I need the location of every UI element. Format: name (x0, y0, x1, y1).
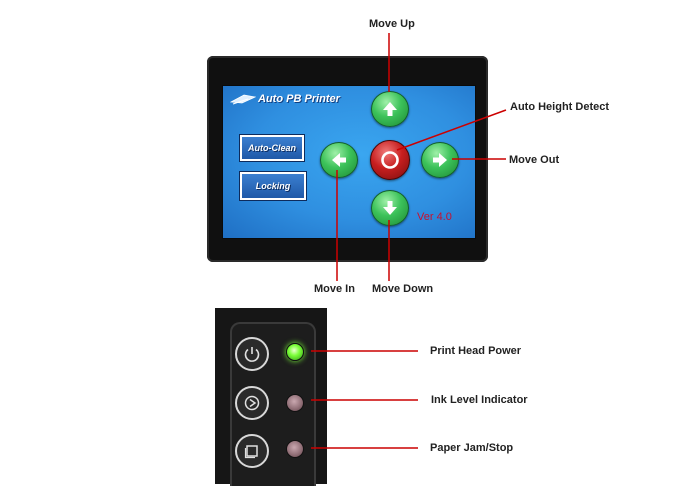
power-icon (244, 347, 260, 362)
move-out-button[interactable] (421, 142, 459, 178)
label-paper-jam-stop: Paper Jam/Stop (430, 442, 514, 454)
locking-button[interactable]: Locking (240, 172, 306, 200)
label-print-head-power: Print Head Power (430, 345, 522, 357)
label-move-up: Move Up (369, 18, 415, 30)
printer-logo-icon (230, 94, 256, 105)
auto-height-detect-button[interactable] (370, 140, 410, 180)
ink-level-button[interactable] (235, 386, 269, 420)
label-auto-height-detect: Auto Height Detect (510, 101, 609, 113)
label-move-in: Move In (314, 283, 355, 295)
ink-level-led (286, 394, 304, 412)
print-head-power-led (286, 343, 304, 361)
arrow-left-icon (332, 153, 346, 167)
arrow-up-icon (383, 102, 397, 116)
arrow-down-icon (383, 201, 397, 215)
label-move-down: Move Down (372, 283, 434, 295)
version-label: Ver 4.0 (417, 211, 452, 223)
ring-icon (381, 151, 399, 169)
label-ink-level-indicator: Ink Level Indicator (431, 394, 528, 406)
paper-jam-led (286, 440, 304, 458)
move-in-button[interactable] (320, 142, 358, 178)
auto-clean-button[interactable]: Auto-Clean (240, 135, 304, 161)
move-down-button[interactable] (371, 190, 409, 226)
arrow-right-icon (433, 153, 447, 167)
ink-drop-icon (244, 395, 260, 411)
print-head-power-button[interactable] (235, 337, 269, 371)
paper-icon (244, 445, 258, 459)
label-move-out: Move Out (509, 154, 560, 166)
screen-title: Auto PB Printer (258, 93, 340, 105)
move-up-button[interactable] (371, 91, 409, 127)
paper-jam-stop-button[interactable] (235, 434, 269, 468)
